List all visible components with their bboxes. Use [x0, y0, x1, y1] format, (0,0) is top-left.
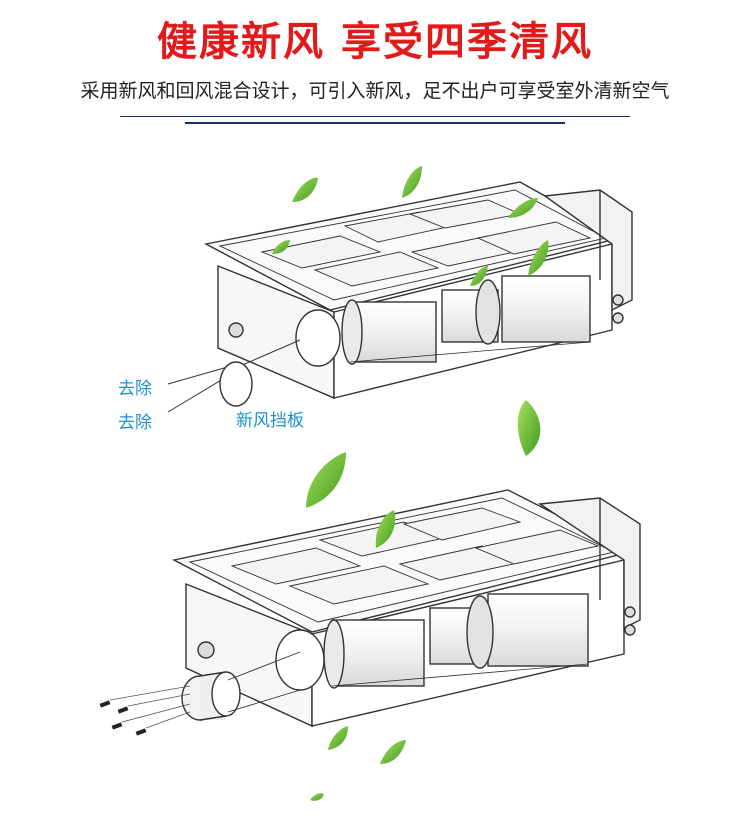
unit-top-drawing — [167, 181, 633, 413]
divider-line — [120, 116, 630, 117]
page-subtitle: 采用新风和回风混合设计，可引入新风，足不出户可享受室外清新空气 — [80, 80, 670, 102]
divider-line-bold — [185, 122, 565, 124]
remove-label-1: 去除 — [118, 379, 152, 399]
unit-bottom-drawing — [99, 489, 641, 736]
fresh-air-damper-label: 新风挡板 — [236, 411, 304, 431]
page-title: 健康新风 享受四季清风 — [157, 19, 593, 65]
leaf-decorations — [272, 166, 549, 801]
remove-label-2: 去除 — [118, 413, 152, 433]
